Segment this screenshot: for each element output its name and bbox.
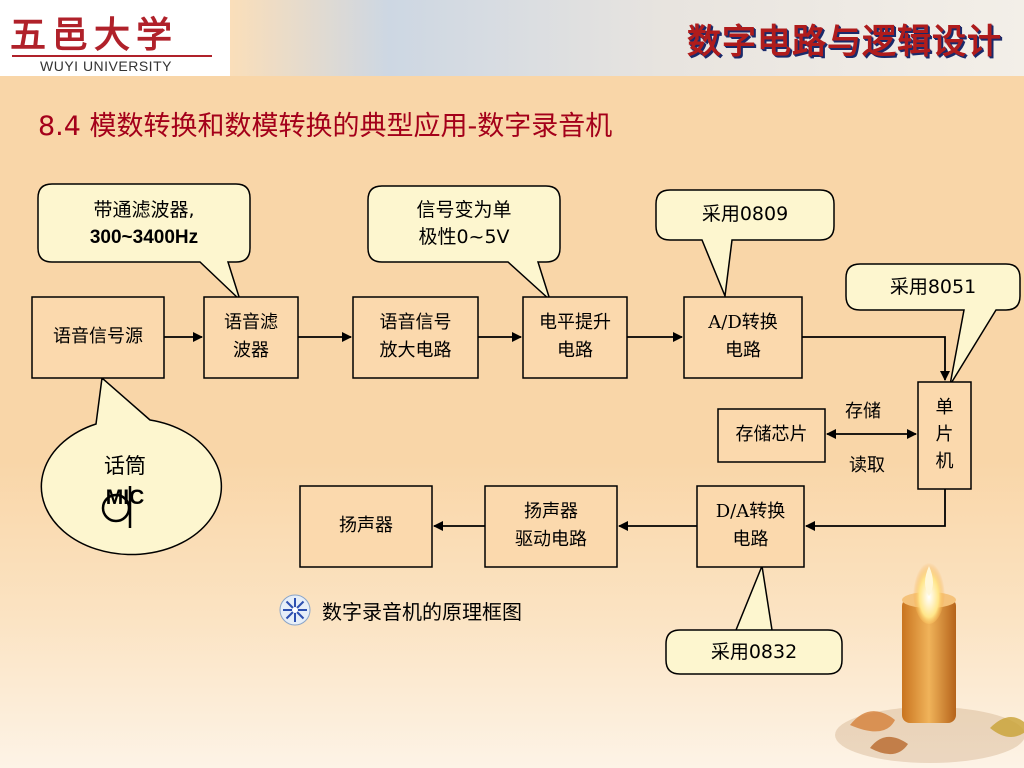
storage-chip-block xyxy=(717,408,826,463)
header-banner: 五邑大学 WUYI UNIVERSITY 数字电路与逻辑设计 xyxy=(0,0,1024,78)
voice-filter-block xyxy=(203,296,299,379)
mcu-note-callout xyxy=(845,263,1021,386)
mic-sublabel: MIC xyxy=(105,486,145,509)
speaker-driver-line2: 驱动电路 xyxy=(515,529,587,550)
diagram-caption: 数字录音机的原理框图 xyxy=(322,600,522,624)
snowflake-bullet-icon xyxy=(279,594,311,626)
header-campus-photo xyxy=(230,0,1024,76)
voice-filter-line1: 语音滤 xyxy=(224,312,278,333)
mcu-block xyxy=(917,381,972,490)
mcu-label: 单 片 机 xyxy=(918,394,971,475)
ad-line1: A/D转换 xyxy=(708,312,778,333)
da-line1: D/A转换 xyxy=(715,501,786,522)
voice-amp-line1: 语音信号 xyxy=(379,312,452,333)
speaker-block xyxy=(299,485,433,568)
storage-chip-label: 存储芯片 xyxy=(735,424,808,445)
mcu-note-text: 采用8051 xyxy=(889,276,977,298)
level-note-text: 信号变为单 极性0~5V xyxy=(368,197,560,251)
microphone-icon xyxy=(101,486,132,528)
mcu-line1: 单 xyxy=(935,397,954,418)
da-line2: 电路 xyxy=(732,529,769,550)
voice-source-label: 语音信号源 xyxy=(53,326,143,347)
read-label: 读取 xyxy=(849,455,885,476)
speaker-label: 扬声器 xyxy=(339,515,393,536)
voice-filter-line2: 波器 xyxy=(233,340,269,361)
speaker-driver-label: 扬声器 驱动电路 xyxy=(485,498,617,554)
flow-arrow xyxy=(805,489,946,531)
mic-label: 话筒 xyxy=(104,454,146,478)
mic-callout xyxy=(40,376,223,556)
ad-note-callout xyxy=(655,189,835,299)
logo-english-text: WUYI UNIVERSITY xyxy=(40,58,172,74)
candle-decoration-icon xyxy=(835,556,1024,763)
voice-source-block xyxy=(31,296,165,379)
level-shift-label: 电平提升 电路 xyxy=(523,309,627,365)
speaker-driver-line1: 扬声器 xyxy=(524,501,578,522)
ad-block xyxy=(683,296,803,379)
filter-note-text: 带通滤波器, 300~3400Hz xyxy=(38,197,250,251)
filter-note-line1: 带通滤波器, xyxy=(93,199,195,221)
da-note-callout xyxy=(665,563,843,675)
store-label: 存储 xyxy=(845,401,881,422)
level-shift-line2: 电路 xyxy=(557,340,593,361)
ad-label: A/D转换 电路 xyxy=(684,309,802,365)
speaker-driver-block xyxy=(484,485,618,568)
logo-divider xyxy=(12,55,212,57)
page-title: 8.4 模数转换和数模转换的典型应用-数字录音机 xyxy=(38,111,613,142)
university-logo: 五邑大学 WUYI UNIVERSITY xyxy=(0,0,230,76)
level-shift-line1: 电平提升 xyxy=(539,312,611,333)
mcu-line3: 机 xyxy=(935,451,954,472)
logo-chinese-text: 五邑大学 xyxy=(10,14,179,56)
da-label: D/A转换 电路 xyxy=(697,498,804,554)
voice-amp-line2: 放大电路 xyxy=(379,340,452,361)
course-title: 数字电路与逻辑设计 xyxy=(687,22,1002,62)
ad-note-text: 采用0809 xyxy=(701,203,789,225)
level-note-line2: 极性0~5V xyxy=(418,226,510,248)
voice-amp-block xyxy=(352,296,479,379)
level-note-line1: 信号变为单 xyxy=(416,199,512,221)
flow-arrow xyxy=(802,336,950,381)
da-note-text: 采用0832 xyxy=(710,641,798,663)
filter-note-line2: 300~3400Hz xyxy=(89,227,199,248)
filter-note-callout xyxy=(37,183,251,301)
voice-amp-label: 语音信号 放大电路 xyxy=(353,309,478,365)
voice-filter-label: 语音滤 波器 xyxy=(204,309,298,365)
mcu-line2: 片 xyxy=(935,424,954,445)
level-note-callout xyxy=(367,185,561,303)
ad-line2: 电路 xyxy=(725,340,761,361)
da-block xyxy=(696,485,805,568)
